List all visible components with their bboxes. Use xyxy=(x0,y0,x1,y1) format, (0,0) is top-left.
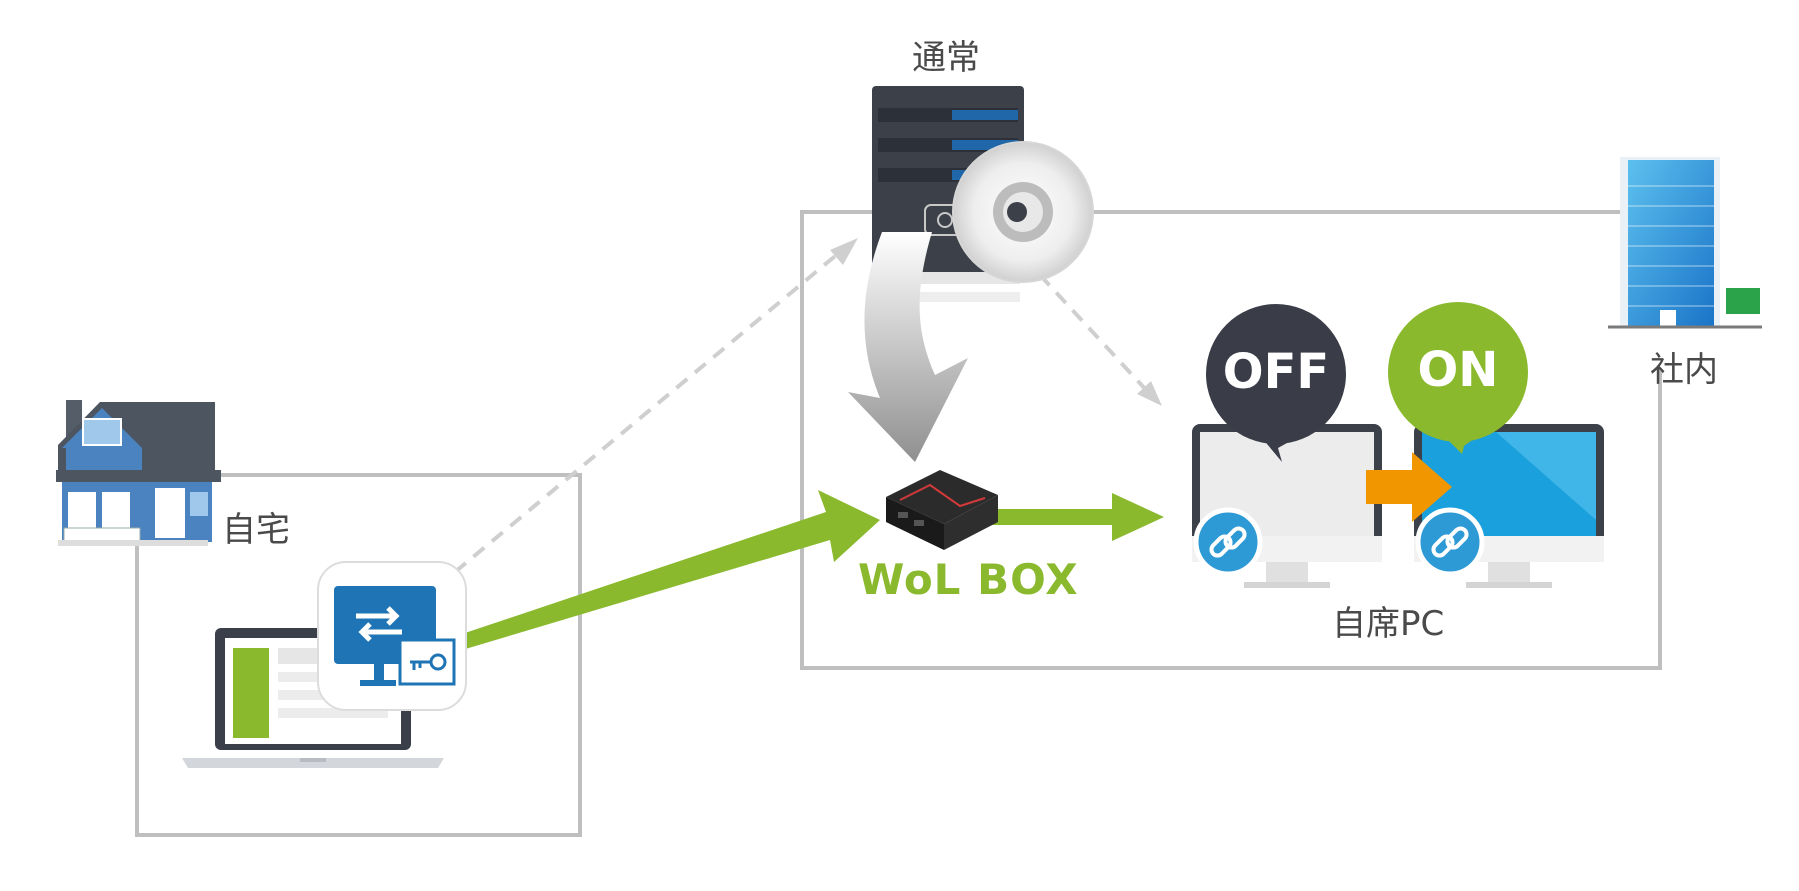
remote-to-wolbox-arrow xyxy=(456,490,880,650)
on-status-text: ON xyxy=(1417,342,1499,398)
office-label: 社内 xyxy=(1650,350,1718,390)
home-label: 自宅 xyxy=(222,510,290,550)
own-pc-label: 自席PC xyxy=(1332,604,1445,644)
wol-box-device-icon xyxy=(886,470,998,550)
disc-icon xyxy=(952,141,1094,283)
wolbox-to-pc-arrow xyxy=(992,493,1164,541)
remote-app-icon xyxy=(317,561,467,711)
dashed-arrowhead-pc xyxy=(1137,381,1162,406)
office-building-icon xyxy=(1608,157,1762,329)
wol-box-label: WoL BOX xyxy=(858,555,1079,604)
off-status-text: OFF xyxy=(1222,344,1330,400)
off-bubble xyxy=(1206,304,1346,462)
server-to-wolbox-arrow xyxy=(848,232,968,462)
dashed-arrowhead-server xyxy=(830,238,858,265)
off-to-on-arrow xyxy=(1366,452,1452,522)
link-icon xyxy=(1193,507,1263,577)
house-icon xyxy=(56,400,221,546)
link-icon xyxy=(1415,507,1485,577)
dashed-path-home-to-server xyxy=(453,250,842,574)
on-bubble xyxy=(1388,302,1528,454)
dashed-path-server-to-pc xyxy=(1038,273,1150,394)
normal-label: 通常 xyxy=(912,38,980,78)
home-zone-border xyxy=(135,473,582,837)
